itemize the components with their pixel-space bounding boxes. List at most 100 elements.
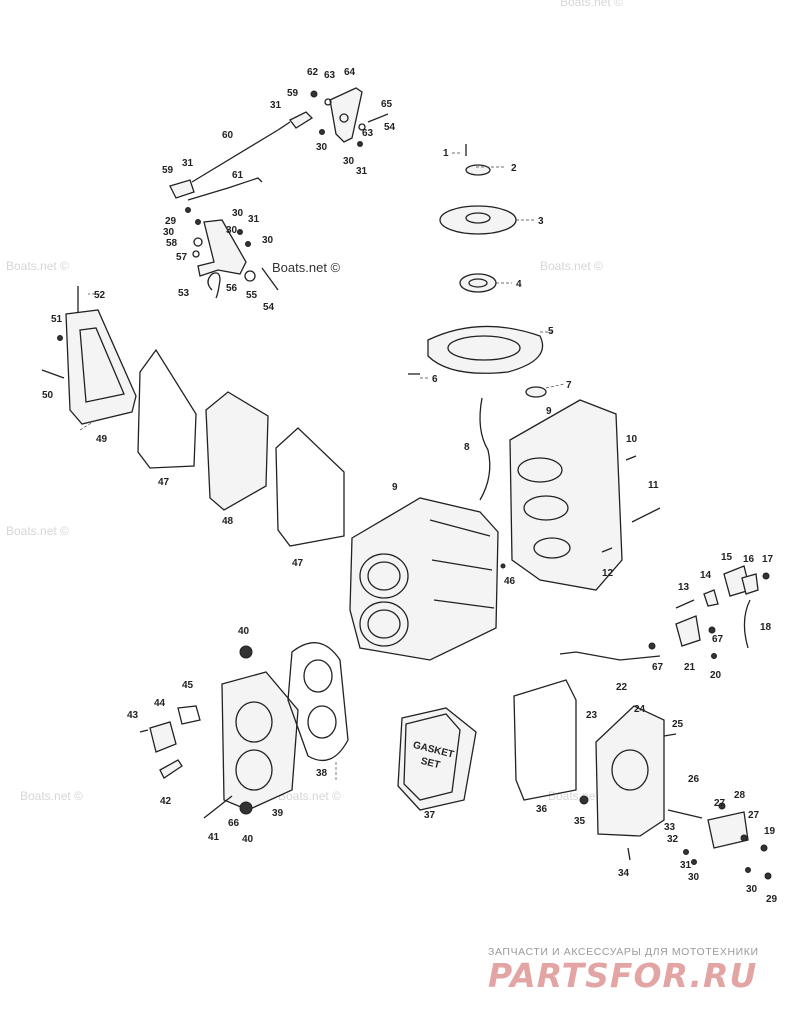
callout-label: 27: [714, 798, 726, 809]
callout-label: 67: [652, 662, 664, 673]
callout-label: 30: [746, 884, 758, 895]
nut-30b: [357, 141, 363, 147]
combustion-chamber: [235, 701, 273, 743]
callout-label: 31: [182, 158, 194, 169]
callout-label: 54: [384, 122, 396, 133]
callout-label: 43: [127, 710, 139, 721]
spring-32: [667, 809, 703, 819]
gasket-set-inner: [403, 713, 461, 801]
throttle-cam: [197, 219, 247, 277]
bearing-bore: [523, 495, 569, 521]
callout-label: 16: [743, 554, 755, 565]
screw-17: [762, 572, 770, 580]
callout-label: 63: [362, 128, 374, 139]
callout-label: 52: [94, 290, 106, 301]
bracket-hole: [339, 113, 349, 123]
plate-48: [205, 391, 269, 511]
bolt-41: [203, 795, 233, 819]
rod-60: [191, 129, 279, 183]
callout-label: 11: [648, 480, 659, 491]
nut-27: [718, 802, 726, 810]
cover-24-port: [611, 749, 649, 791]
screw-34: [627, 847, 631, 861]
callout-label: 29: [165, 216, 177, 227]
cylinder-head-assembly: [139, 642, 349, 819]
callout-label: 5: [548, 326, 554, 337]
screw-43: [139, 729, 149, 733]
callout-label: 30: [343, 156, 355, 167]
watermark-brand-logo: PARTSFOR.RU: [488, 956, 758, 995]
stator-assembly: [408, 144, 547, 501]
callout-label: 49: [96, 434, 108, 445]
rod-60-end: [277, 121, 291, 131]
callout-label: 3: [538, 216, 544, 227]
callout-label: 4: [516, 279, 522, 290]
callout-label: 41: [208, 832, 220, 843]
callout-label: 8: [464, 442, 470, 453]
rod-22: [559, 651, 661, 661]
cylinder-block: [349, 497, 506, 661]
bracket-21: [675, 615, 701, 647]
callout-label: 2: [511, 163, 517, 174]
cover-49-inner: [79, 327, 125, 403]
callout-label: 10: [626, 434, 638, 445]
housing-44: [149, 721, 177, 753]
gasket-38-bore: [307, 705, 337, 739]
callout-label: 25: [672, 719, 684, 730]
callout-label: 23: [586, 710, 598, 721]
plug-40b: [239, 801, 253, 815]
cylinder-bore: [359, 553, 409, 599]
callout-label: 37: [424, 810, 436, 821]
watermarks: Boats.net © Boats.net © Boats.net © Boat…: [6, 0, 623, 803]
callout-label: 53: [178, 288, 190, 299]
rod-61: [187, 177, 263, 201]
callout-label: 59: [287, 88, 299, 99]
callout-label: 59: [162, 165, 174, 176]
nut-30b: [691, 859, 697, 865]
callout-label: 31: [270, 100, 282, 111]
watermark: Boats.net ©: [560, 0, 623, 9]
gasket-47b: [275, 427, 345, 547]
callout-label: 67: [712, 634, 724, 645]
plate-3-hub: [465, 212, 491, 224]
retainer-5-ring: [447, 335, 521, 361]
retainer-5: [427, 325, 544, 374]
callout-label: 21: [684, 662, 696, 673]
nut-30: [319, 129, 325, 135]
callout-label: 56: [226, 283, 238, 294]
block-edge: [431, 559, 493, 571]
clip-53: [207, 272, 221, 299]
fastener-62: [310, 90, 318, 98]
callout-label: 29: [766, 894, 778, 905]
callout-label: 19: [764, 826, 776, 837]
gasket-set-label: SET: [420, 756, 442, 771]
callout-label: 12: [602, 568, 614, 579]
callout-label: 45: [182, 680, 194, 691]
nut-30: [745, 867, 751, 873]
pin-12: [601, 547, 613, 553]
partsfor-watermark: ЗАПЧАСТИ И АКСЕССУАРЫ ДЛЯ МОТОТЕХНИКИ PA…: [488, 946, 788, 994]
washer-63b: [358, 123, 366, 131]
nut-27b: [740, 834, 748, 842]
watermark: Boats.net ©: [540, 259, 603, 273]
washer-58: [193, 237, 203, 247]
seal-4: [459, 273, 497, 293]
pin-46: [500, 563, 506, 569]
bolt-11: [631, 507, 661, 523]
cylinder-bore-inner: [367, 609, 401, 639]
screw-19: [760, 844, 768, 852]
lever-59b: [169, 179, 195, 199]
callout-label: 65: [381, 99, 393, 110]
callout-label: 34: [618, 868, 630, 879]
callout-label: 30: [163, 227, 175, 238]
lever-59: [289, 111, 314, 129]
combustion-chamber: [235, 749, 273, 791]
callout-label: 27: [748, 810, 760, 821]
bypass-covers: [513, 679, 772, 880]
nut-31: [683, 849, 689, 855]
callout-label: 50: [42, 390, 54, 401]
watermark: Boats.net ©: [6, 524, 69, 538]
plate-3: [439, 205, 517, 235]
seal-4-inner: [468, 278, 488, 288]
callout-label: 60: [222, 130, 234, 141]
